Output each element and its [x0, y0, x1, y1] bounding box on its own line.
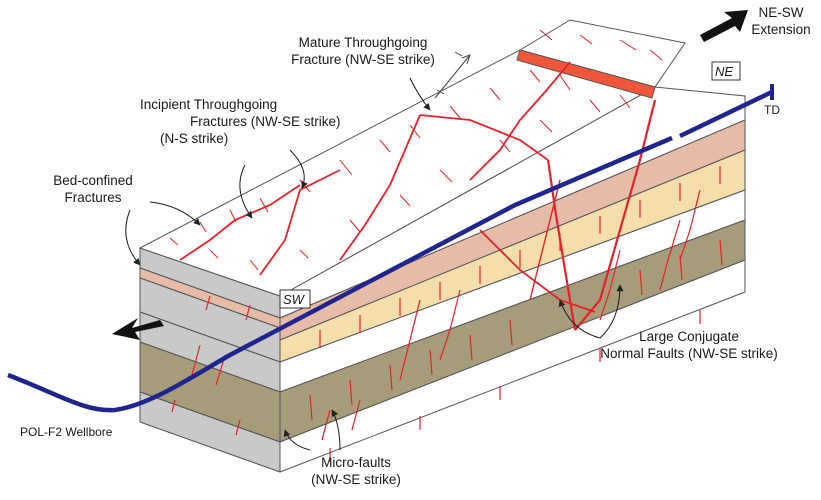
bed-confined-label: Bed-confined Fractures [38, 172, 148, 206]
ne-tag-label: NE [715, 64, 734, 79]
micro-faults-label: Micro-faults (NW-SE strike) [296, 454, 416, 488]
sw-tag [279, 289, 311, 309]
mature-fracture-label: Mature Throughgoing Fracture (NW-SE stri… [268, 34, 458, 68]
extension-arrows [112, 10, 748, 340]
wellbore [7, 84, 774, 413]
extension-line-1: NE-SW [758, 5, 804, 20]
wellbore-label: POL-F2 Wellbore [20, 425, 113, 439]
incipient-line-2: Fractures (NW-SE strike) [190, 114, 341, 129]
top-face [138, 19, 686, 297]
large-conjugate-line-2: Normal Faults (NW-SE strike) [600, 346, 778, 361]
incipient-line-1: Incipient Throughgoing [140, 97, 278, 112]
leader-lines [125, 77, 624, 451]
incipient-fracture-label: Incipient Throughgoing Fractures (NW-SE … [140, 96, 341, 147]
extension-label: NE-SW Extension [745, 4, 817, 38]
sw-tag-label: SW [283, 292, 304, 307]
north-arrow-icon [434, 51, 471, 99]
mature-line-1: Mature Throughgoing [298, 35, 428, 50]
micro-faults-line-1: Micro-faults [321, 455, 391, 470]
bed-confined-line-1: Bed-confined [53, 173, 133, 188]
incipient-line-3: (N-S strike) [160, 131, 229, 146]
mature-line-2: Fracture (NW-SE strike) [291, 52, 435, 67]
bed-confined-line-2: Fractures [64, 190, 122, 205]
ne-tag [711, 61, 741, 81]
large-conjugate-label: Large Conjugate Normal Faults (NW-SE str… [574, 328, 804, 362]
extension-line-2: Extension [751, 22, 811, 37]
micro-faults-line-2: (NW-SE strike) [311, 472, 401, 487]
large-conjugate-line-1: Large Conjugate [639, 329, 739, 344]
td-label: TD [764, 103, 780, 117]
